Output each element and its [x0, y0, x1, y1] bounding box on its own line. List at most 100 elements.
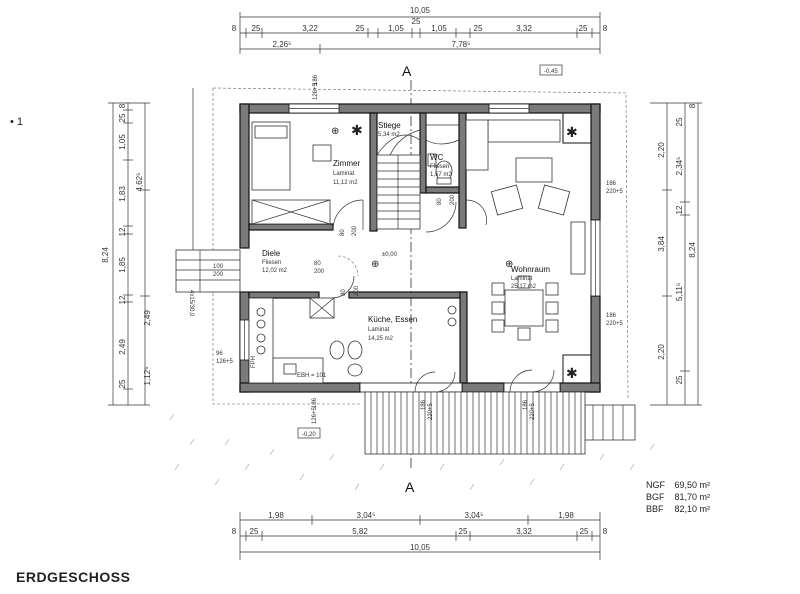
plant-icon: ✱ — [566, 124, 578, 140]
grass-tick — [354, 483, 360, 491]
furniture: ✱ ✱ ✱ ⊕ ⊕ ⊕ — [248, 119, 578, 384]
dim-label: 25 — [579, 24, 588, 33]
dim-label: 25 — [356, 24, 365, 33]
dim-label: 8 — [603, 527, 608, 536]
interior-walls — [248, 112, 468, 384]
staircase — [175, 113, 636, 441]
dim-label: 2,49 — [118, 339, 127, 355]
door-dim: 200 — [213, 272, 224, 278]
room-name: Diele — [262, 249, 281, 258]
dim-label: 1,85 — [118, 257, 127, 273]
dim-label: 1,83 — [118, 186, 127, 202]
room-area: 1,57 m2 — [430, 172, 452, 178]
annotations: -0,45 -0,20 ±0,00 186 126+5 186 220+5 18… — [188, 64, 624, 439]
armchair — [490, 184, 524, 216]
grass-tick — [629, 463, 635, 471]
dim-label: 25 — [474, 24, 483, 33]
dim-label: 3,04⁵ — [357, 511, 376, 520]
dim-label: 8 — [688, 103, 697, 108]
opening-label: 126+5 — [313, 82, 319, 100]
grass-tick — [559, 463, 565, 471]
opening-label: 186 — [313, 74, 319, 85]
top-dimension-chain: 10,05 8 25 3,22 25 1,05 25 1,05 25 3,32 … — [232, 6, 608, 54]
dim-label: 2,20 — [657, 344, 666, 360]
area-row: BGF 81,70 m² — [646, 491, 710, 503]
opening-label: 126+5 — [216, 359, 234, 365]
opening-label: 220+5 — [530, 402, 536, 420]
dim-label: 4,62⁵ — [135, 173, 144, 192]
dim-label: 1,98 — [558, 511, 574, 520]
door-dim: 80 — [341, 289, 347, 296]
door-dim: 80 — [340, 229, 346, 236]
room-labels: Zimmer Laminat 11,12 m2 Stiege 5,34 m2 W… — [262, 121, 550, 342]
dim-label: 25 — [675, 117, 684, 126]
grass-tick — [469, 483, 475, 491]
dim-label: 8 — [232, 24, 237, 33]
opening-label: 96 — [216, 351, 223, 357]
door-dim: 200 — [354, 285, 360, 296]
room-name: Küche, Essen — [368, 315, 417, 324]
opening-label: 186 — [312, 397, 318, 408]
grass-tick — [439, 463, 445, 471]
dim-label: 25 — [118, 379, 127, 388]
room-area: 25,17 m2 — [511, 284, 537, 290]
armchair — [537, 184, 571, 216]
grass-tick — [269, 448, 275, 456]
room-name: Stiege — [378, 121, 401, 130]
ground-marks — [169, 413, 655, 491]
dim-label: 2,49 — [143, 310, 152, 326]
kitchen-sink — [283, 363, 297, 375]
dining-table — [504, 289, 544, 327]
dim-label: 2,34⁵ — [675, 157, 684, 176]
dim-label: 8 — [232, 527, 237, 536]
dim-label: 25 — [118, 113, 127, 122]
stair-label: 4x15/30,0 — [188, 290, 194, 317]
coffee-table — [515, 157, 553, 183]
site-outline — [192, 87, 629, 405]
light-icon: ⊕ — [505, 259, 513, 270]
dim-label: 3,22 — [302, 24, 318, 33]
plant-icon: ✱ — [351, 122, 363, 138]
dim-label: 25 — [580, 527, 589, 536]
dim-label: 3,84 — [657, 236, 666, 252]
grass-tick — [499, 458, 505, 466]
room-name: Wohnraum — [511, 265, 550, 274]
grass-tick — [224, 438, 230, 446]
grass-tick — [169, 413, 175, 421]
area-key: NGF — [646, 480, 665, 490]
dim-label: 3,32 — [516, 527, 532, 536]
level-marker: -0,45 — [544, 69, 558, 75]
door-dim: 200 — [314, 269, 325, 275]
area-row: BBF 82,10 m² — [646, 503, 710, 515]
dim-label: 1,12⁵ — [143, 367, 152, 386]
terrace-deck — [364, 391, 586, 455]
dim-label: 1,05 — [118, 134, 127, 150]
grass-tick — [214, 478, 220, 486]
section-mark-bottom: A — [405, 479, 415, 495]
dim-label: 25 — [459, 527, 468, 536]
dim-label: 5,11⁵ — [675, 283, 684, 301]
dim-label: 25 — [412, 17, 421, 26]
dim-label: 8,24 — [101, 247, 110, 263]
room-name: WC — [430, 153, 444, 162]
door-dim: 80 — [314, 261, 321, 267]
grass-tick — [189, 438, 195, 446]
door-dim: 200 — [450, 194, 456, 205]
corner-mark: • 1 — [10, 116, 24, 128]
chair — [312, 144, 332, 162]
door-dim: 80 — [437, 198, 443, 205]
grass-tick — [299, 473, 305, 481]
opening-label: 186 — [523, 399, 529, 410]
level-marker: ±0,00 — [382, 252, 398, 258]
bottom-dimension-chain: 1,98 3,04⁵ 3,04⁵ 1,98 8 25 5,82 25 3,32 … — [232, 511, 608, 560]
grass-tick — [329, 453, 335, 461]
grass-tick — [174, 463, 180, 471]
room-floor: Laminat — [368, 327, 390, 333]
opening-label: 186 — [606, 181, 617, 187]
opening-label: 220+5 — [606, 321, 624, 327]
dim-label: 25 — [675, 375, 684, 384]
light-icon: ⊕ — [371, 259, 379, 270]
light-icon: ⊕ — [331, 126, 339, 137]
dim-label: 1,05 — [431, 24, 447, 33]
